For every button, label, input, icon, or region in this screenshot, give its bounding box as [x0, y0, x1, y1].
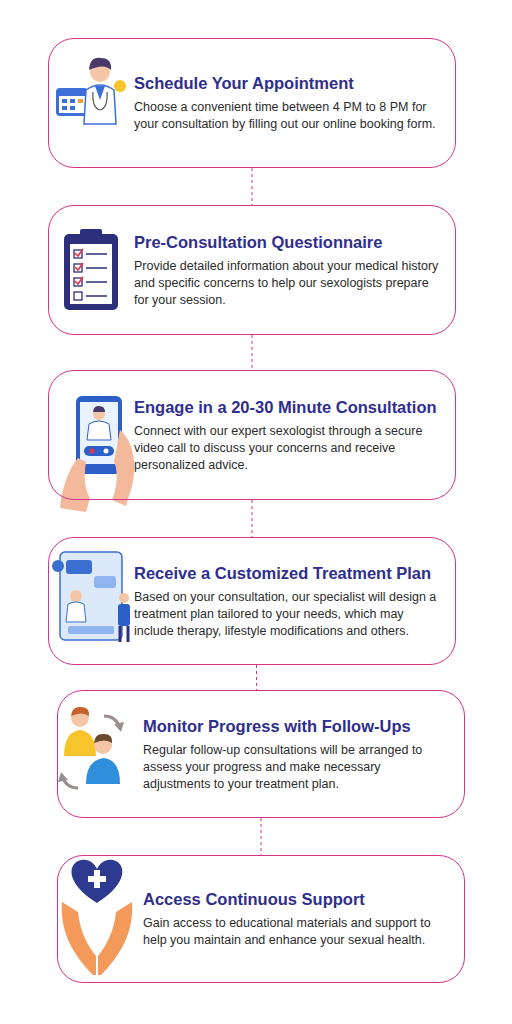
icon-part — [66, 602, 86, 622]
dashed-connector — [256, 665, 257, 690]
dashed-connector — [252, 335, 253, 370]
icon-part — [95, 86, 105, 100]
icon-part — [120, 626, 128, 642]
step-title: Access Continuous Support — [143, 889, 450, 910]
icon-part — [52, 560, 64, 572]
step-box: Monitor Progress with Follow-UpsRegular … — [57, 690, 465, 818]
step-text: Engage in a 20-30 Minute ConsultationCon… — [134, 397, 441, 474]
step-box: Receive a Customized Treatment PlanBased… — [48, 537, 456, 665]
step-box: Engage in a 20-30 Minute ConsultationCon… — [48, 370, 456, 500]
step-text: Receive a Customized Treatment PlanBased… — [134, 563, 441, 640]
icon-part — [119, 593, 129, 603]
step-box: Access Continuous SupportGain access to … — [57, 855, 465, 983]
icon-part — [70, 590, 82, 602]
icon-part — [104, 449, 109, 454]
icon-part — [93, 406, 105, 412]
icon-part — [78, 99, 83, 103]
treatment-plan-icon — [52, 552, 130, 642]
icon-part — [93, 92, 107, 110]
icon-part — [75, 249, 83, 284]
icon-part — [68, 626, 114, 634]
icon-part — [62, 902, 96, 975]
icon-part — [62, 99, 67, 103]
icon-part — [84, 446, 114, 456]
step-description: Connect with our expert sexologist throu… — [134, 423, 441, 474]
icon-part — [114, 80, 126, 92]
icon-part — [112, 430, 134, 506]
step-title: Schedule Your Appointment — [134, 73, 441, 94]
step-description: Regular follow-up consultations will be … — [143, 742, 450, 793]
icon-part — [94, 576, 116, 588]
support-icon — [62, 860, 132, 975]
step-title: Receive a Customized Treatment Plan — [134, 563, 441, 584]
step-description: Choose a convenient time between 4 PM to… — [134, 99, 441, 133]
icon-part — [64, 730, 96, 756]
icon-part — [89, 58, 111, 70]
dashed-connector — [261, 818, 262, 855]
icon-part — [62, 106, 67, 110]
step-text: Schedule Your AppointmentChoose a conven… — [134, 73, 441, 133]
step-text: Pre-Consultation QuestionnaireProvide de… — [134, 232, 441, 309]
icon-part — [60, 458, 90, 512]
step-description: Based on your consultation, our speciali… — [134, 589, 441, 640]
step-box: Pre-Consultation QuestionnaireProvide de… — [48, 205, 456, 335]
icon-part — [70, 244, 112, 304]
video-call-icon — [60, 396, 134, 512]
icon-part — [90, 449, 95, 454]
step-text: Access Continuous SupportGain access to … — [143, 889, 450, 949]
icon-part — [66, 560, 92, 574]
icon-part — [72, 860, 123, 903]
icon-part — [74, 292, 82, 300]
icon-part — [80, 229, 102, 238]
icon-part — [114, 722, 124, 732]
icon-part — [94, 734, 112, 743]
icon-part — [70, 99, 75, 103]
icon-part — [56, 88, 88, 116]
icon-part — [70, 106, 75, 110]
icon-part — [71, 707, 89, 716]
step-title: Engage in a 20-30 Minute Consultation — [134, 397, 441, 418]
follow-up-icon — [58, 707, 124, 788]
icon-part — [88, 876, 106, 882]
icon-part — [98, 902, 132, 975]
icon-part — [87, 421, 111, 440]
icon-part — [86, 254, 107, 296]
icon-part — [58, 772, 68, 782]
step-description: Gain access to educational materials and… — [143, 915, 450, 949]
clipboard-icon — [64, 229, 118, 310]
step-box: Schedule Your AppointmentChoose a conven… — [48, 38, 456, 168]
dashed-connector — [252, 168, 253, 205]
icon-part — [60, 552, 122, 640]
icon-part — [84, 85, 116, 124]
icon-part — [118, 604, 130, 626]
doctor-calendar-icon — [56, 58, 126, 124]
step-text: Monitor Progress with Follow-UpsRegular … — [143, 716, 450, 793]
icon-part — [80, 402, 118, 464]
icon-part — [86, 758, 120, 784]
step-title: Monitor Progress with Follow-Ups — [143, 716, 450, 737]
step-title: Pre-Consultation Questionnaire — [134, 232, 441, 253]
icon-part — [64, 234, 118, 310]
step-description: Provide detailed information about your … — [134, 258, 441, 309]
dashed-connector — [252, 500, 253, 537]
icon-part — [59, 96, 85, 113]
